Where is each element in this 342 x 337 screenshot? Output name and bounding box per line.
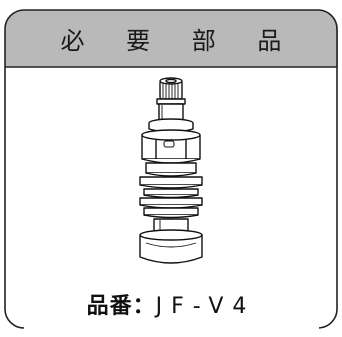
part-number-value: JF-V4 [155,294,256,319]
faucet-cartridge-icon [139,77,203,264]
card-frame [4,9,338,329]
part-number-label: 品番：JF-V4 [4,288,338,320]
required-parts-card: 必 要 部 品 [4,9,338,329]
part-number-prefix: 品番： [86,294,156,319]
header-title: 必 要 部 品 [60,27,299,55]
